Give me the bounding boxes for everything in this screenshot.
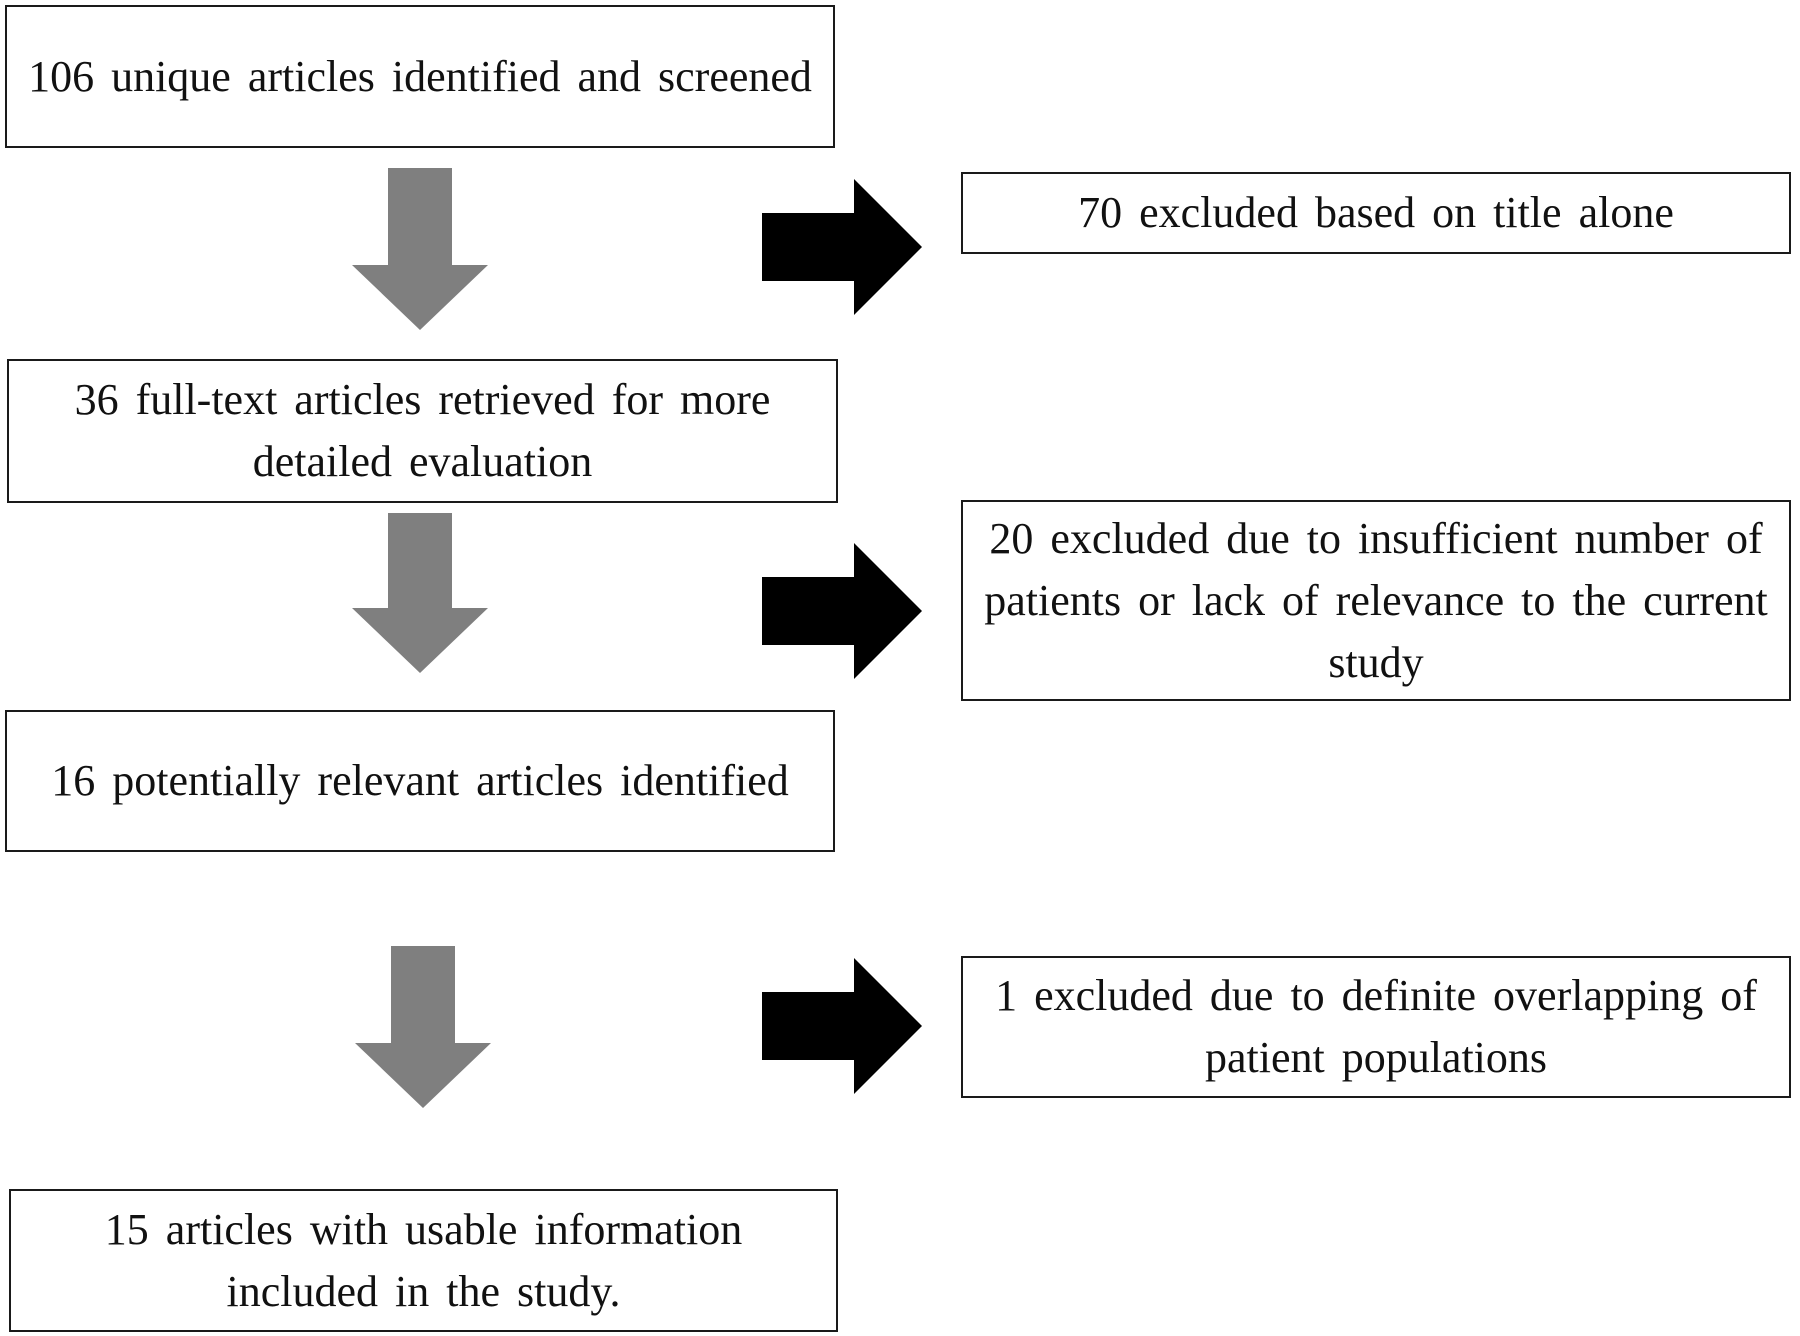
exclusion-box-insufficient: 20 excluded due to insufficient number o… <box>961 500 1791 701</box>
step-box-included: 15 articles with usable information incl… <box>9 1189 838 1332</box>
exclusion-box-title: 70 excluded based on title alone <box>961 172 1791 254</box>
down-arrow-icon <box>352 168 488 330</box>
right-arrow-icon <box>762 543 922 679</box>
step-box-full-text: 36 full-text articles retrieved for more… <box>7 359 838 503</box>
step-label-full-text: 36 full-text articles retrieved for more… <box>74 375 771 486</box>
exclusion-label-title: 70 excluded based on title alone <box>1078 188 1674 237</box>
step-label-potentially-relevant: 16 potentially relevant articles identif… <box>51 756 789 805</box>
step-box-identified: 106 unique articles identified and scree… <box>5 5 835 148</box>
step-label-included: 15 articles with usable information incl… <box>104 1204 743 1316</box>
exclusion-label-insufficient: 20 excluded due to insufficient number o… <box>984 513 1768 687</box>
down-arrow-icon <box>352 513 488 673</box>
right-arrow-icon <box>762 179 922 315</box>
exclusion-label-overlapping: 1 excluded due to definite overlapping o… <box>995 971 1757 1082</box>
step-label-identified: 106 unique articles identified and scree… <box>28 51 812 101</box>
exclusion-box-overlapping: 1 excluded due to definite overlapping o… <box>961 956 1791 1098</box>
down-arrow-icon <box>355 946 491 1108</box>
right-arrow-icon <box>762 958 922 1094</box>
step-box-potentially-relevant: 16 potentially relevant articles identif… <box>5 710 835 852</box>
